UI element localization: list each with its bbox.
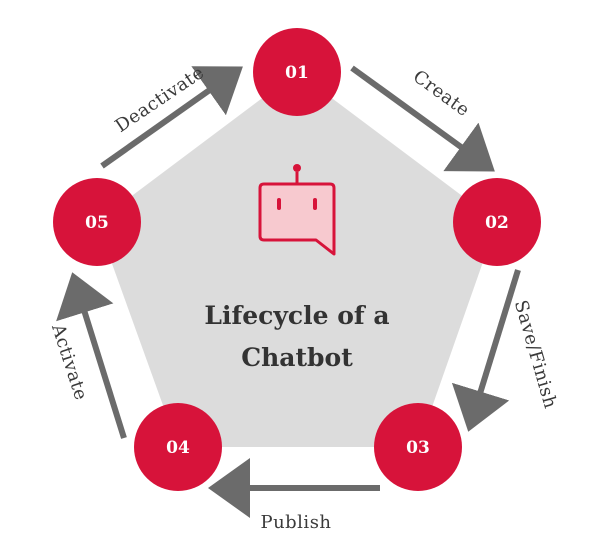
center-title-line-1: Lifecycle of a (204, 301, 389, 330)
node-label: 02 (485, 213, 509, 233)
edge-label-activate: Activate (47, 321, 92, 403)
node-label: 04 (166, 438, 190, 458)
node-02: 02 (453, 178, 541, 266)
arrow-create (350, 65, 495, 172)
node-label: 03 (406, 438, 430, 458)
center-pentagon (97, 72, 497, 447)
edge-label-publish: Publish (260, 512, 331, 533)
arrow-activate (56, 272, 127, 439)
node-05: 05 (53, 178, 141, 266)
node-label: 01 (285, 63, 309, 83)
arrow-save-finish (451, 269, 521, 432)
arrow-deactivate (100, 66, 243, 169)
node-label: 05 (85, 213, 109, 233)
node-04: 04 (134, 403, 222, 491)
arrows (56, 65, 521, 518)
node-03: 03 (374, 403, 462, 491)
center-title-line-2: Chatbot (241, 343, 353, 372)
edge-label-save-finish: Save/Finish (510, 298, 561, 411)
chatbot-icon (258, 164, 336, 256)
node-01: 01 (253, 28, 341, 116)
